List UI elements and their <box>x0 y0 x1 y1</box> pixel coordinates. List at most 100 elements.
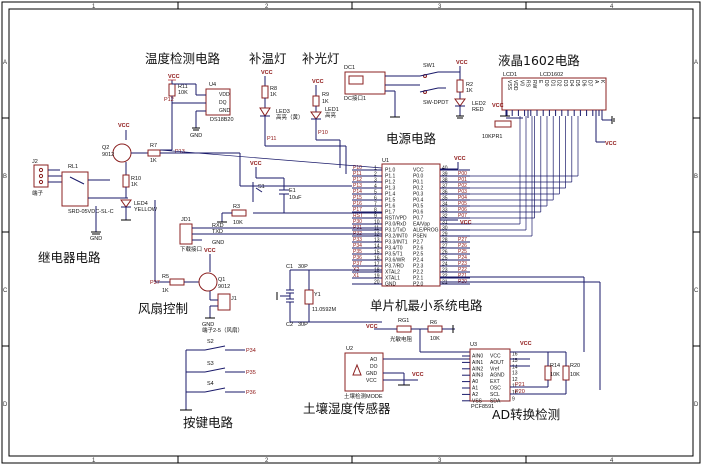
net-p11-label: P11 <box>267 136 276 142</box>
led2-ref: LED2 <box>472 101 486 107</box>
u3-right-pin: SCL <box>490 392 500 398</box>
mcu-pin-name: P1.6 <box>385 204 396 210</box>
mcu-pin-number: 6 <box>374 196 377 202</box>
mcu-net-label: P22 <box>458 267 467 273</box>
y1-value: 11.0592M <box>312 307 336 313</box>
title-temperature-circuit: 温度检测电路 <box>145 51 221 66</box>
mcu-pin-number: 9 <box>374 214 377 220</box>
mcu-pin-name: P0.6 <box>413 210 424 216</box>
download-header-block: JD1 下载接口 RXD TXD GND <box>179 217 226 253</box>
frame-row-a: A <box>3 60 7 66</box>
r5-value: 1K <box>162 288 169 294</box>
mcu-pin-number: 16 <box>374 256 380 262</box>
y1-ref: Y1 <box>314 292 321 298</box>
mcu-pin-number: 17 <box>374 262 380 268</box>
u3-right-pin: AGND <box>490 373 505 379</box>
jd1-pin-rxd: RXD <box>212 223 224 229</box>
mcu-net-label: P14 <box>353 189 362 195</box>
rl1-ref: RL1 <box>68 164 78 170</box>
u3-pin-number: 9 <box>512 396 515 402</box>
mcu-pin-name: XTAL1 <box>385 276 400 282</box>
u3-name: PCF8591 <box>471 404 494 410</box>
u3-right-pin: SDA <box>490 398 501 404</box>
r3-ref: R3 <box>233 204 240 210</box>
resistor-r8 <box>261 85 269 99</box>
resistor-r9 <box>312 95 320 107</box>
mcu-pin-number: 1 <box>374 166 377 172</box>
resistor-r11 <box>168 83 176 97</box>
mcu-net-label: P01 <box>458 177 467 183</box>
sw1-ref: SW1 <box>423 63 435 69</box>
mcu-pin-name: P0.2 <box>413 186 424 192</box>
r7-ref: R7 <box>150 143 157 149</box>
mcu-net-label: P05 <box>458 201 467 207</box>
j1-ref: J1 <box>231 296 237 302</box>
mcu-pin-name: P3.0/RxD <box>385 222 407 228</box>
mcu-pin-name: P0.3 <box>413 192 424 198</box>
mcu-pin-number: 27 <box>442 244 448 250</box>
net-p37-label: P37 <box>150 280 160 286</box>
j2-ref: J2 <box>32 159 38 165</box>
c2-value: 30P <box>298 322 308 328</box>
resistor-r3 <box>231 209 247 217</box>
title-heat-lamp: 补温灯 <box>249 51 287 66</box>
mcu-net-label: P35 <box>353 249 362 255</box>
mcu-net-label: P30 <box>353 219 362 225</box>
title-fan-control: 风扇控制 <box>138 301 188 316</box>
lcd-pin-label: D4 <box>568 80 574 87</box>
dc1-desc: DC接口1 <box>344 94 366 102</box>
led3-desc: 高亮（黄） <box>276 113 304 121</box>
mcu-pin-number: 13 <box>374 238 380 244</box>
mcu-net-label: RST <box>353 213 363 219</box>
u4-name: DS18B20 <box>210 117 234 123</box>
mcu-pin-number: 37 <box>442 184 448 190</box>
r3-value: 10K <box>233 220 243 226</box>
lcd-pin-label: D5 <box>574 80 580 87</box>
reset-block: VCC S1 E1 10uF R3 10K <box>217 161 382 226</box>
j1-desc: 端子2-5（风扇） <box>202 326 243 334</box>
mcu-net-label: P15 <box>353 195 362 201</box>
r7-value: 1K <box>150 158 157 164</box>
mcu-net-label: P21 <box>458 273 467 279</box>
title-key-circuit: 按键电路 <box>183 415 234 430</box>
u3-right-pin: AOUT <box>490 360 504 366</box>
mcu-pin-number: 28 <box>442 238 448 244</box>
r20-value: 10K <box>570 372 580 378</box>
mcu-pin-name: P3.2/INT0 <box>385 234 408 240</box>
jd1-ref: JD1 <box>181 217 191 223</box>
frame-col-2: 2 <box>265 4 269 10</box>
frame-row-c-right: C <box>694 288 699 294</box>
sw1-desc: SW-DPDT <box>423 100 449 106</box>
mcu-pin-number: 26 <box>442 250 448 256</box>
lcd-pin-label: RS <box>525 80 531 88</box>
mcu-net-label: P10 <box>353 165 362 171</box>
mcu-pin-name: P0.1 <box>413 180 424 186</box>
mcu-pin-number: 4 <box>374 184 377 190</box>
vcc-label: VCC <box>168 74 180 80</box>
mcu-net-label: P07 <box>458 213 467 219</box>
mcu-net-label: P03 <box>458 189 467 195</box>
mcu-net-label: X1 <box>353 273 359 279</box>
mcu-pin-number: 31 <box>442 220 448 226</box>
r14-value: 10K <box>550 372 560 378</box>
mcu-net-label: P00 <box>458 171 467 177</box>
s4-ref: S4 <box>207 381 214 387</box>
mcu-net-label: P06 <box>458 207 467 213</box>
u2-pin-ao: AO <box>370 357 377 363</box>
u4-ref: U4 <box>209 82 216 88</box>
jd1-pin-gnd: GND <box>212 240 224 246</box>
led2-desc: RED <box>472 107 484 113</box>
led3-symbol <box>259 107 271 117</box>
title-lcd-circuit: 液晶1602电路 <box>498 53 580 68</box>
mcu-pin-name: P1.5 <box>385 198 396 204</box>
net-p13-label: P13 <box>175 149 185 155</box>
mcu-pin-name: EA/Vpp <box>413 222 430 228</box>
u3-pin-number: 13 <box>512 371 518 377</box>
led1-symbol <box>310 111 322 120</box>
relay-block: J2 端子 RL1 SRD-05VDC-SL-C GND VCC Q2 9012… <box>32 123 185 242</box>
mcu-pin-number: 15 <box>374 250 380 256</box>
u3-left-pin: AIN2 <box>472 366 483 372</box>
c1-ref: C1 <box>286 264 293 270</box>
frame-col-3: 3 <box>438 4 442 10</box>
